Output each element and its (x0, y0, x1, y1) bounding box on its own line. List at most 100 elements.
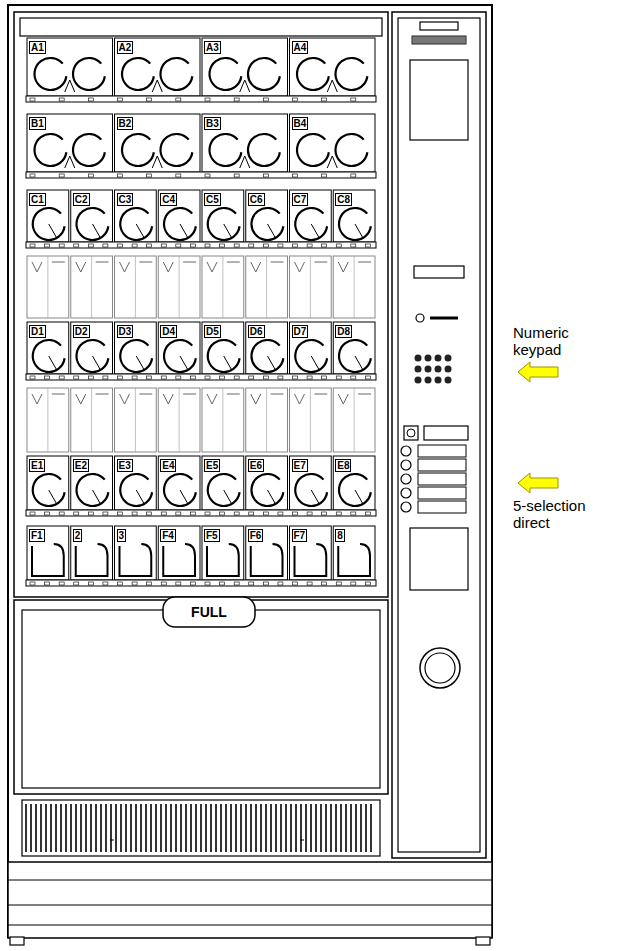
rail-notch (176, 512, 181, 515)
selection-code: F1 (29, 529, 45, 542)
spiral-axis (93, 224, 101, 238)
rail-notch (118, 376, 123, 379)
selection-code: 8 (335, 529, 345, 542)
rail-notch (176, 376, 181, 379)
selection-code: D7 (292, 325, 309, 338)
grille-slat (355, 804, 357, 852)
grille-slat (170, 804, 172, 852)
grille-slat (215, 804, 217, 852)
pack-fold (179, 388, 180, 452)
selection-code: C7 (292, 193, 309, 206)
rail-notch (205, 244, 210, 247)
spiral-coil (31, 338, 67, 374)
spiral-axis (180, 356, 188, 370)
direct-selection-card (418, 473, 466, 485)
spiral-axis (49, 356, 57, 370)
selection-code: E4 (160, 459, 176, 472)
keypad-key (425, 366, 432, 373)
product-slot (27, 526, 69, 580)
spiral-axis (136, 356, 144, 370)
foot (476, 937, 490, 945)
product-slot (246, 190, 288, 242)
spiral-axis (93, 490, 101, 504)
selection-code: 3 (117, 529, 127, 542)
product-slot (115, 190, 157, 242)
rail-notch (103, 244, 108, 247)
reset-button-dot (407, 429, 415, 437)
spiral-axis (268, 356, 276, 370)
grille-slat (305, 804, 307, 852)
plinth-line (8, 905, 492, 906)
rail-notch (322, 582, 327, 585)
rail-notch (176, 582, 181, 585)
rail-notch (30, 98, 35, 101)
spiral-coil (120, 132, 156, 168)
product-pack (246, 388, 288, 452)
selection-code: B4 (292, 117, 309, 130)
grille-slat (350, 804, 352, 852)
spiral-coil (333, 132, 369, 168)
spiral-axis (49, 224, 57, 238)
product-pack (333, 388, 375, 452)
rail-notch (147, 512, 152, 515)
keypad-key (415, 377, 422, 384)
spiral-coil (31, 206, 67, 242)
rail-notch (322, 376, 327, 379)
rail-notch (59, 174, 64, 177)
square-coil (295, 544, 327, 576)
grille-slat (280, 804, 282, 852)
rail-notch (263, 98, 268, 101)
product-pack (71, 256, 113, 318)
grille-slat (190, 804, 192, 852)
rail-notch (205, 174, 210, 177)
pack-mark (163, 394, 196, 404)
grille-slat (330, 804, 332, 852)
spiral-coil (246, 56, 282, 92)
keypad-key (445, 355, 452, 362)
direct-selection-card (418, 487, 466, 499)
spiral-coil (293, 472, 329, 508)
pack-fold (222, 388, 223, 452)
grille-slat (240, 804, 242, 852)
grille-mark (110, 840, 114, 841)
spiral-coil (206, 338, 242, 374)
spiral-coil (158, 132, 194, 168)
square-coil (76, 544, 108, 576)
product-pack (158, 256, 200, 318)
pack-fold (222, 256, 223, 318)
selection-code: B3 (204, 117, 221, 130)
selection-code: D8 (335, 325, 352, 338)
keypad-key (435, 355, 442, 362)
selection-code: A4 (292, 41, 309, 54)
rail-notch (88, 582, 93, 585)
pack-mark (163, 262, 196, 272)
rail-notch (351, 376, 356, 379)
selection-code: D4 (160, 325, 177, 338)
pack-mark (76, 262, 109, 272)
full-tab (163, 597, 255, 627)
grille-slat (205, 804, 207, 852)
square-coil (207, 544, 239, 576)
grille-slat (365, 804, 367, 852)
rail-notch (74, 376, 79, 379)
direct-button (401, 502, 411, 512)
spiral-axis (180, 224, 188, 238)
rail-notch (336, 376, 341, 379)
grille-slat (315, 804, 317, 852)
grille-slat (155, 804, 157, 852)
product-slot (158, 526, 200, 580)
square-coil (338, 544, 370, 576)
keypad-key (435, 366, 442, 373)
rail-notch (278, 582, 283, 585)
rail-notch (293, 512, 298, 515)
product-slot (115, 38, 201, 96)
keypad-key (415, 366, 422, 373)
grille-slat (340, 804, 342, 852)
product-slot (290, 114, 376, 172)
spiral-coil (206, 472, 242, 508)
selection-code: E1 (29, 459, 45, 472)
grille-slat (100, 804, 102, 852)
product-slot (27, 38, 113, 96)
selection-code: C4 (160, 193, 177, 206)
rail-notch (220, 582, 225, 585)
